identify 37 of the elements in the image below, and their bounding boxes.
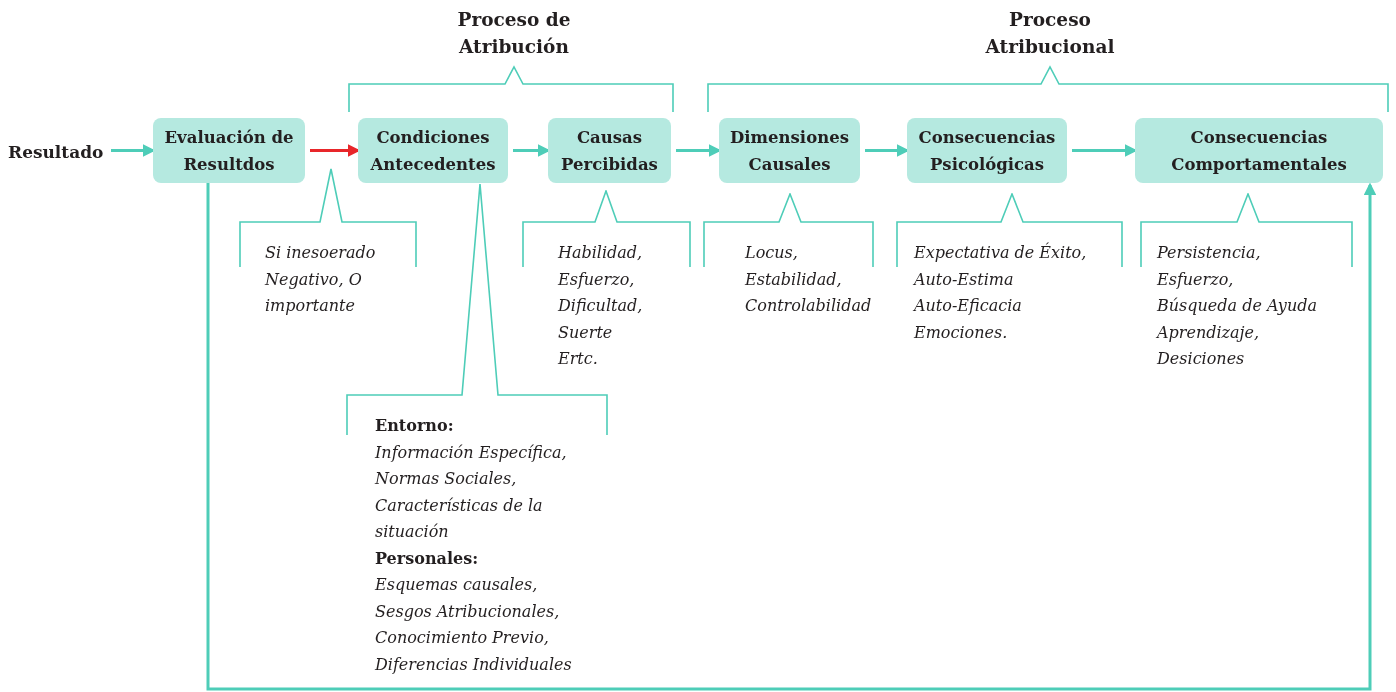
category-heading: Entorno: (375, 415, 454, 437)
category-heading: Personales: (375, 547, 479, 570)
list-item: Desiciones (1157, 348, 1245, 370)
list-item: Habilidad, (558, 242, 643, 264)
list-item: Ertc. (558, 348, 598, 370)
group-heading: Proceso de Atribución (456, 8, 572, 59)
list-item: Búsqueda de Ayuda (1157, 295, 1317, 317)
process-box: Causas Percibidas (548, 118, 671, 183)
list-item: Esfuerzo, (1157, 268, 1234, 291)
list-item: Características de la situación (375, 494, 544, 543)
list-item: Locus, (745, 242, 798, 264)
list-item: Expectativa de Éxito, (914, 241, 1087, 264)
list-item: Esfuerzo, (558, 268, 635, 291)
list-item: Diferencias Individuales (375, 653, 572, 676)
list-item: Información Específica, (375, 441, 567, 464)
list-item: Estabilidad, (745, 268, 842, 291)
list-item: Normas Sociales, (375, 468, 517, 490)
list-item: Conocimiento Previo, (375, 627, 549, 649)
list-item: Esquemas causales, (375, 574, 538, 596)
process-box: Evaluación de Resultdos (153, 118, 305, 183)
process-box: Consecuencias Comportamentales (1135, 118, 1383, 183)
list-item: Auto-Estima (914, 268, 1014, 291)
process-box: Condiciones Antecedentes (358, 118, 508, 183)
list-item: Emociones. (914, 321, 1008, 344)
feedback-arrow (206, 182, 1377, 691)
process-box: Consecuencias Psicológicas (907, 118, 1067, 183)
list-item: Aprendizaje, (1157, 321, 1260, 344)
list-item: Sesgos Atribucionales, (375, 600, 560, 623)
list-item: Suerte (558, 321, 613, 344)
group-heading: Proceso Atribucional (984, 8, 1116, 59)
list-item: Dificultad, (558, 295, 643, 317)
list-item: Auto-Eficacia (914, 295, 1022, 317)
note-text: Si inesoerado Negativo, O importante (265, 242, 377, 317)
start-label: Resultado (8, 140, 104, 164)
list-item: Controlabilidad (745, 295, 872, 317)
list-item: Persistencia, (1157, 242, 1261, 264)
process-box: Dimensiones Causales (719, 118, 860, 183)
